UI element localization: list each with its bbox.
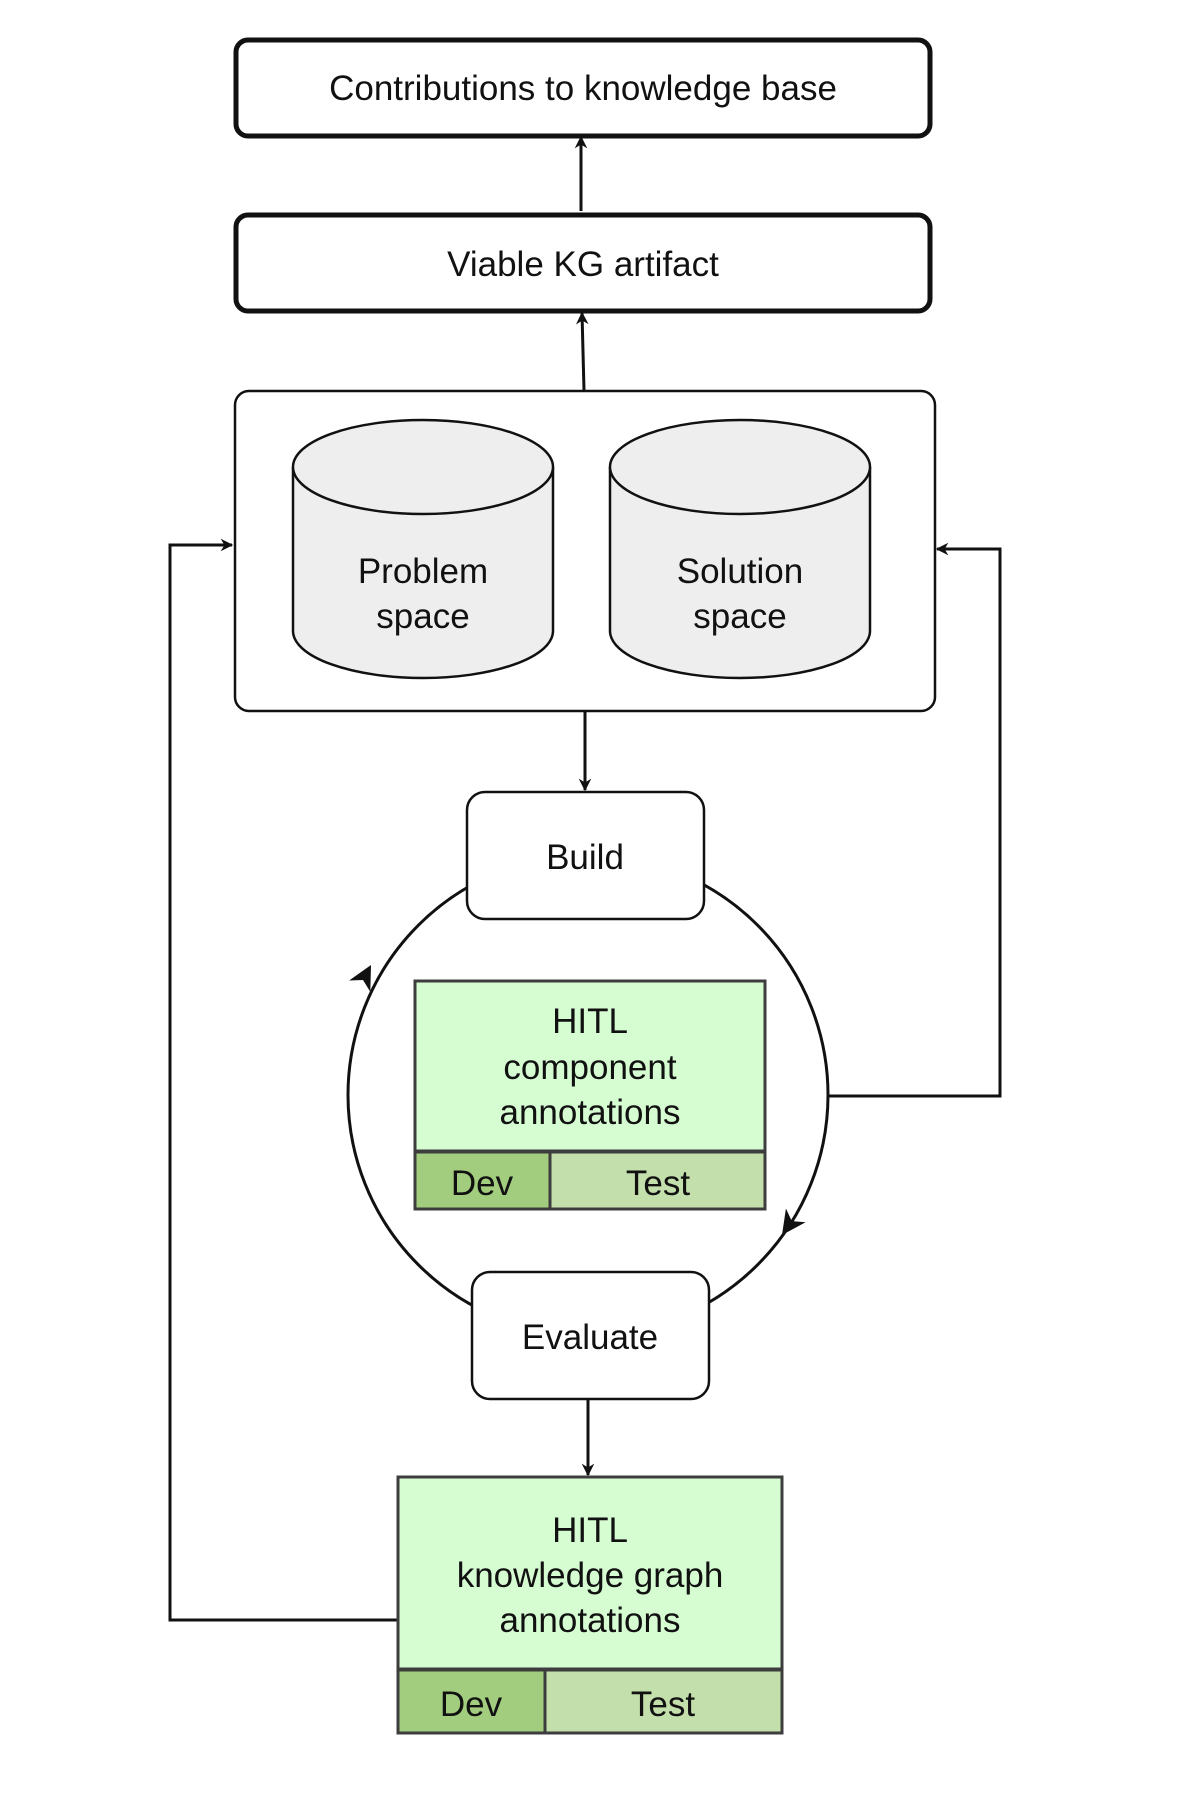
feedback-arrow-left	[168, 538, 398, 1622]
solution-space-label-line-1: Solution	[677, 552, 803, 591]
hitl-kg-dev-label: Dev	[440, 1685, 503, 1724]
problem-space-label-line-2: space	[376, 597, 469, 636]
hitl-kg-label-line-1: HITL	[552, 1511, 628, 1550]
hitl-component-annotations-box: HITL component annotations Dev Test	[413, 979, 767, 1211]
hitl-component-dev-label: Dev	[451, 1164, 514, 1203]
solution-space-cylinder: Solution space	[608, 418, 872, 680]
problem-space-label-line-1: Problem	[358, 552, 488, 591]
hitl-kg-dev-cell: Dev	[396, 1668, 547, 1735]
evaluate-box: Evaluate	[470, 1270, 711, 1401]
feedback-arrow-right	[829, 542, 1002, 1098]
hitl-component-test-cell: Test	[548, 1150, 767, 1211]
viable-kg-artifact-box: Viable KG artifact	[233, 212, 933, 314]
hitl-component-dev-cell: Dev	[413, 1150, 552, 1211]
cycle-arrow-lower-right	[782, 1208, 806, 1235]
hitl-kg-test-cell: Test	[543, 1668, 784, 1735]
hitl-kg-label-line-3: annotations	[500, 1601, 681, 1640]
contributions-label: Contributions to knowledge base	[329, 69, 837, 108]
problem-space-cylinder: Problem space	[291, 418, 555, 680]
build-label: Build	[546, 838, 624, 877]
contributions-box: Contributions to knowledge base	[233, 37, 933, 139]
viable-kg-artifact-label: Viable KG artifact	[447, 245, 719, 284]
hitl-kg-test-label: Test	[631, 1685, 695, 1724]
spaces-container: Problem space Solution space	[233, 389, 937, 713]
hitl-component-test-label: Test	[626, 1164, 690, 1203]
solution-space-label-line-2: space	[693, 597, 786, 636]
hitl-component-label-line-2: component	[503, 1048, 676, 1087]
hitl-component-label-line-3: annotations	[500, 1093, 681, 1132]
cycle-arrow-upper-left	[349, 965, 371, 992]
hitl-component-label-line-1: HITL	[552, 1002, 628, 1041]
hitl-kg-annotations-box: HITL knowledge graph annotations Dev Tes…	[396, 1475, 784, 1735]
build-box: Build	[465, 790, 706, 921]
arrow-spaces-to-viable	[575, 311, 589, 391]
hitl-kg-label-line-2: knowledge graph	[457, 1556, 724, 1595]
evaluate-label: Evaluate	[522, 1318, 658, 1357]
